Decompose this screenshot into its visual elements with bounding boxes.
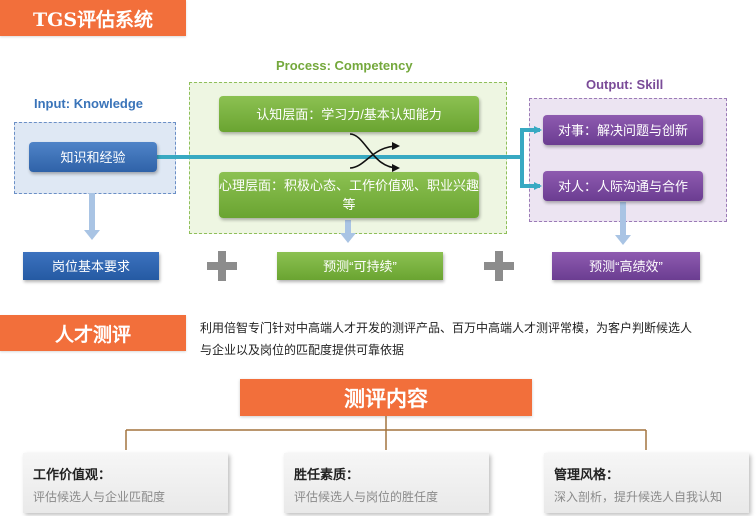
tree-connectors (125, 416, 647, 450)
plus-icon (207, 251, 237, 281)
card-subtitle: 深入剖析，提升候选人自我认知 (554, 490, 723, 504)
card-management-style: 管理风格： 深入剖析，提升候选人自我认知 (544, 453, 749, 513)
talent-description: 利用倍智专门针对中高端人才开发的测评产品、百万中高端人才测评常模，为客户判断候选… (200, 321, 693, 357)
card-competency: 胜任素质： 评估候选人与岗位的胜任度 (284, 453, 489, 513)
card-subtitle: 评估候选人与岗位的胜任度 (294, 490, 439, 504)
process-header: Process: Competency (276, 58, 413, 73)
people-skill-box: 对人：人际沟通与合作 (543, 171, 703, 201)
card-title: 管理风格： (554, 467, 620, 482)
card-title: 胜任素质： (294, 467, 360, 482)
cognitive-box: 认知层面：学习力/基本认知能力 (219, 96, 479, 132)
content-title: 测评内容 (240, 379, 532, 416)
output-header: Output: Skill (586, 77, 664, 92)
psychological-box: 心理层面：积极心态、工作价值观、职业兴趣等 (219, 172, 479, 218)
card-title: 工作价值观： (33, 467, 112, 482)
job-requirement-box: 岗位基本要求 (23, 252, 159, 280)
knowledge-box: 知识和经验 (29, 142, 157, 172)
cross-arrow-up (349, 142, 400, 169)
cross-arrow-down (349, 133, 400, 172)
down-arrow-input (84, 193, 100, 240)
down-arrow-process (340, 220, 356, 243)
predict-sustainable-box: 预测“可持续” (277, 252, 443, 280)
card-subtitle: 评估候选人与企业匹配度 (33, 490, 166, 504)
task-skill-box: 对事：解决问题与创新 (543, 115, 703, 145)
section-title-tgs: TGS评估系统 (0, 0, 186, 36)
predict-performance-box: 预测“高绩效” (552, 252, 700, 280)
plus-icon (484, 251, 514, 281)
section-title-talent: 人才测评 (0, 315, 186, 351)
input-header: Input: Knowledge (34, 96, 144, 111)
card-work-values: 工作价值观： 评估候选人与企业匹配度 (23, 453, 228, 513)
flow-connectors (84, 126, 631, 245)
down-arrow-output (615, 202, 631, 245)
